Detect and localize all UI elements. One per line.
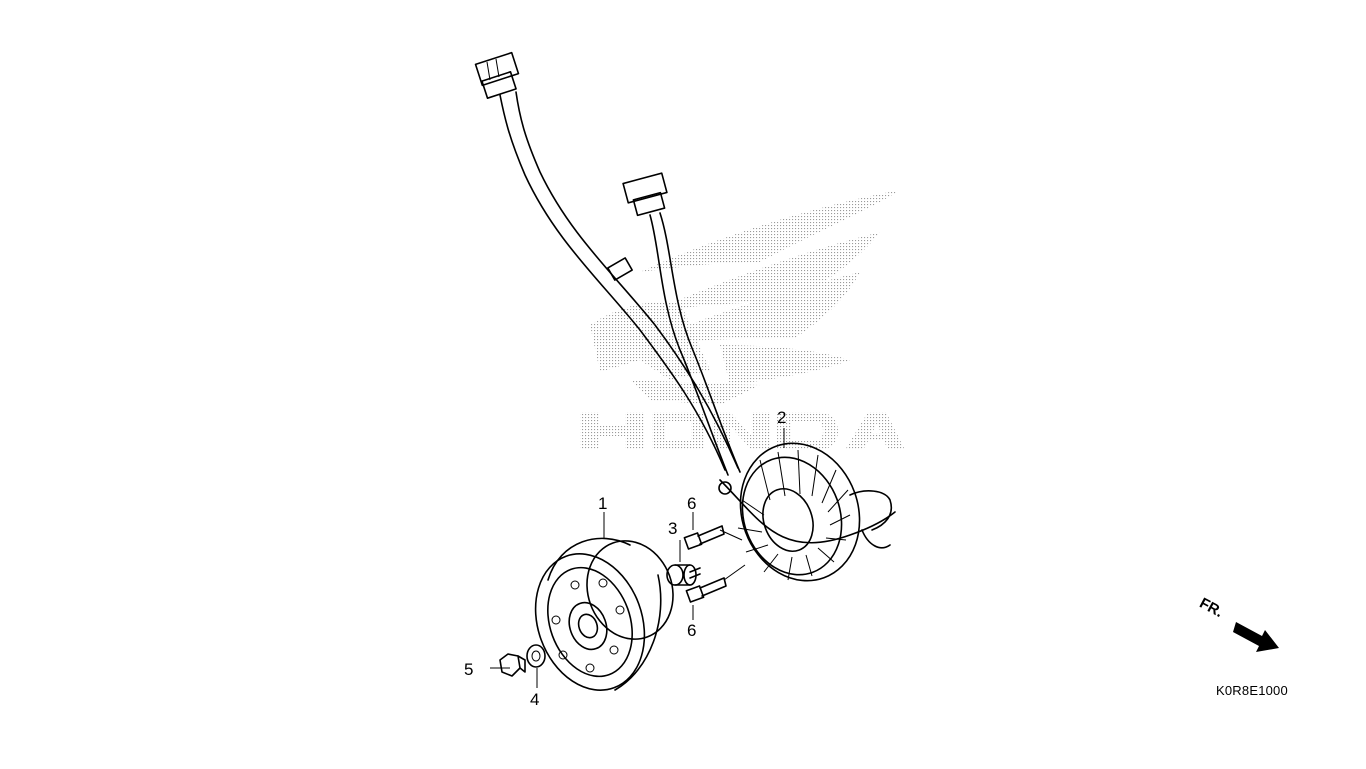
wire-harness — [499, 91, 741, 476]
honda-lettering-watermark — [580, 412, 905, 450]
lower-connector — [622, 172, 668, 217]
front-arrow-icon — [1233, 622, 1279, 652]
callout-2: 2 — [777, 408, 786, 427]
bolt-lower — [685, 577, 727, 603]
front-indicator: FR. — [1197, 595, 1279, 652]
honda-wing-watermark — [590, 190, 900, 405]
callout-5: 5 — [464, 660, 473, 679]
callout-3: 3 — [668, 519, 677, 538]
nut-part-5 — [499, 653, 526, 677]
diagram-code: K0R8E1000 — [1216, 683, 1288, 698]
flywheel-rotor — [534, 537, 674, 691]
bolt-upper — [683, 525, 725, 550]
harness-clamp — [607, 257, 633, 281]
collar-part-3 — [666, 564, 701, 586]
callout-6-lower: 6 — [687, 621, 696, 640]
stator-assembly — [718, 442, 896, 582]
leader-lines — [490, 428, 785, 688]
callout-6-upper: 6 — [687, 494, 696, 513]
upper-connector — [474, 51, 520, 99]
fr-label: FR. — [1197, 595, 1226, 621]
callout-4: 4 — [530, 690, 539, 709]
washer-part-4 — [526, 644, 546, 668]
callout-1: 1 — [598, 494, 607, 513]
